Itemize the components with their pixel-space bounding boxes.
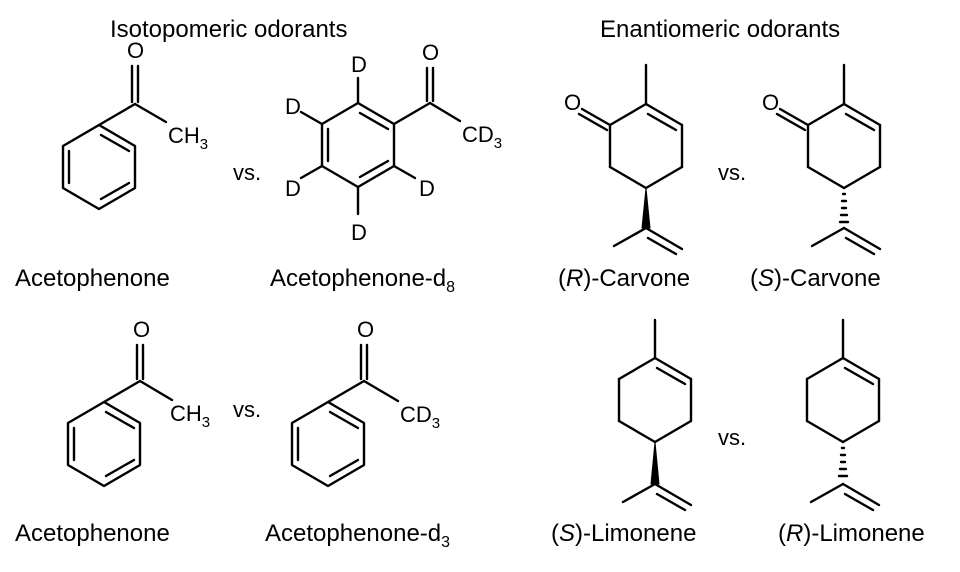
deuterium-label: D bbox=[419, 176, 435, 201]
deuterium-label: D bbox=[351, 220, 367, 245]
oxygen-label: O bbox=[564, 90, 581, 115]
oxygen-label: O bbox=[127, 38, 144, 63]
name-acetophenone-1: Acetophenone bbox=[15, 265, 170, 292]
deuterium-label: D bbox=[285, 94, 301, 119]
hash-bond bbox=[838, 192, 850, 224]
name-r-limonene: (R)-Limonene bbox=[778, 520, 925, 547]
oxygen-label: O bbox=[422, 40, 439, 65]
hash-bond bbox=[837, 446, 849, 478]
oxygen-label: O bbox=[762, 90, 779, 115]
methyl-label: CH3 bbox=[168, 123, 208, 153]
enantiomeric-header: Enantiomeric odorants bbox=[600, 16, 841, 43]
vs-label-3: vs. bbox=[718, 160, 747, 185]
name-r-carvone: (R)-Carvone bbox=[558, 265, 691, 292]
methyl-label: CH3 bbox=[170, 401, 210, 431]
benzene-ring bbox=[61, 123, 137, 211]
name-acetophenone-d3: Acetophenone-d3 bbox=[265, 520, 451, 551]
vs-label-1: vs. bbox=[233, 160, 262, 185]
vs-label-4: vs. bbox=[718, 425, 747, 450]
name-s-limonene: (S)-Limonene bbox=[551, 520, 697, 547]
name-s-carvone: (S)-Carvone bbox=[750, 265, 881, 292]
name-acetophenone-2: Acetophenone bbox=[15, 520, 170, 547]
deuterium-label: D bbox=[351, 52, 367, 77]
isotopomeric-header: Isotopomeric odorants bbox=[110, 16, 348, 43]
deuterium-label: D bbox=[285, 176, 301, 201]
cd3-label: CD3 bbox=[462, 122, 502, 152]
vs-label-2: vs. bbox=[233, 397, 262, 422]
cd3-label: CD3 bbox=[400, 402, 440, 432]
oxygen-label: O bbox=[133, 317, 150, 342]
oxygen-label: O bbox=[357, 317, 374, 342]
name-acetophenone-d8: Acetophenone-d8 bbox=[270, 265, 456, 296]
